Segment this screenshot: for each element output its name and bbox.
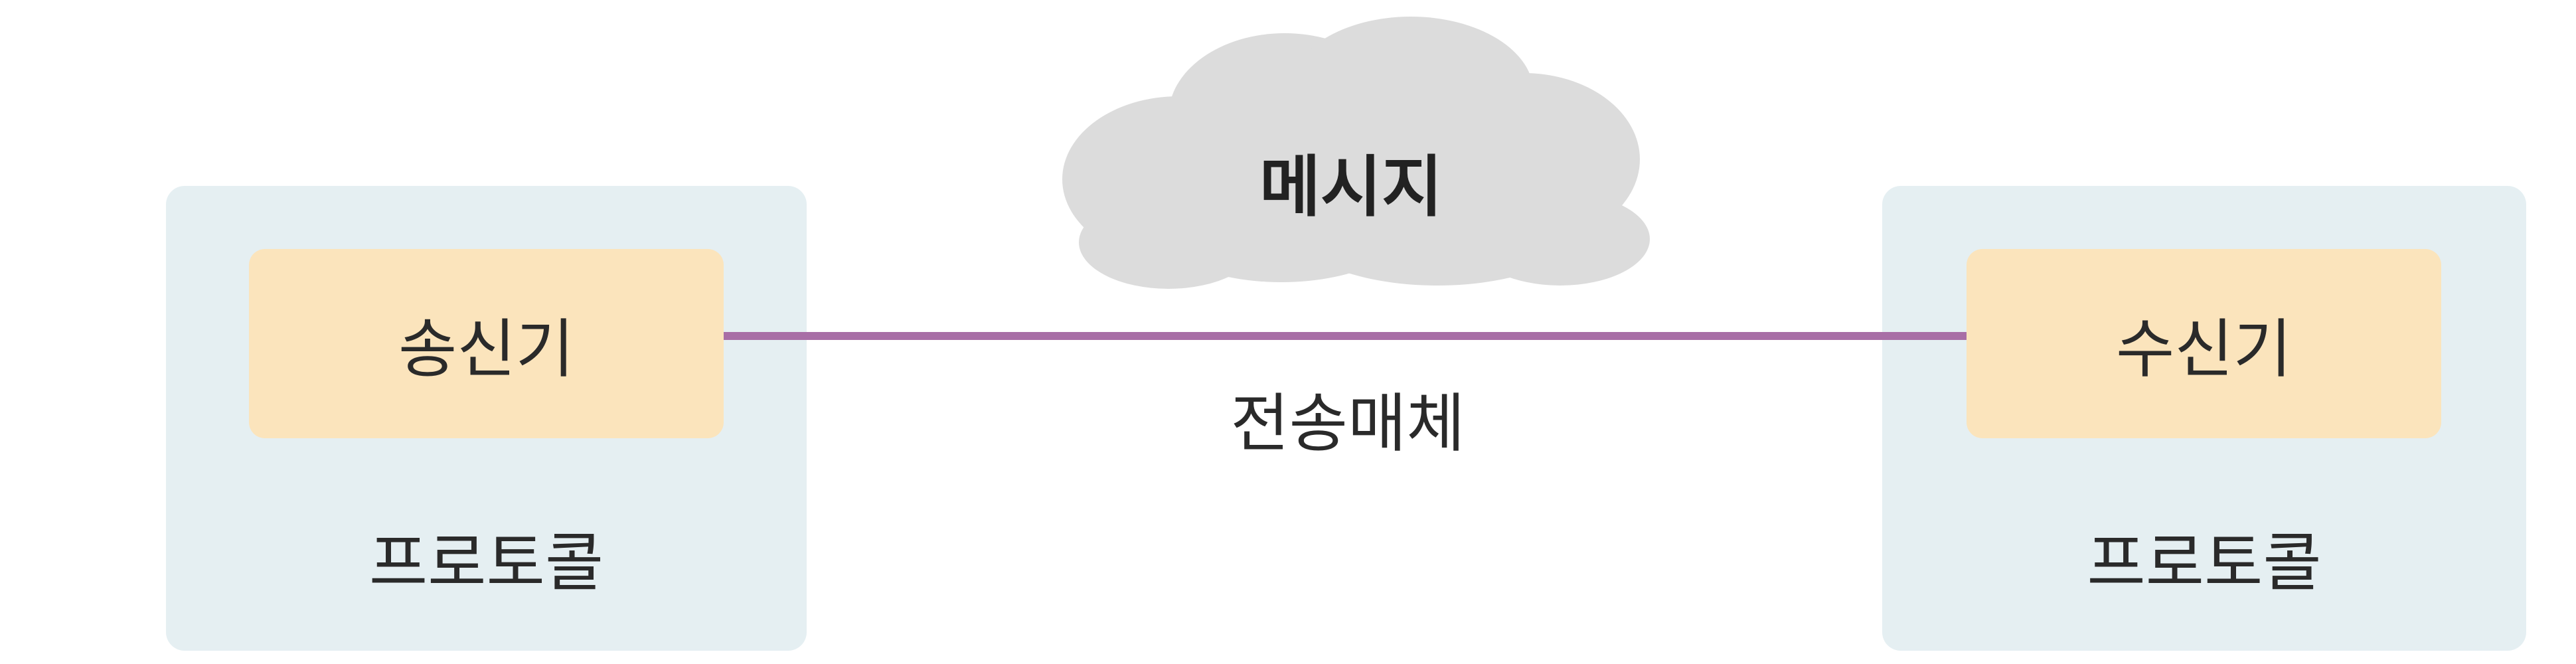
message-label: 메시지: [1259, 148, 1443, 226]
sender-box: 송신기: [249, 249, 724, 438]
receiver-label: 수신기: [2116, 312, 2292, 386]
transmission-medium-line: [724, 332, 1967, 340]
receiver-box: 수신기: [1967, 249, 2441, 438]
sender-protocol-label: 프로토콜: [368, 526, 604, 600]
transmission-medium-label: 전송매체: [1230, 386, 1465, 461]
sender-label: 송신기: [398, 312, 574, 386]
message-cloud-icon: [1062, 17, 1650, 289]
receiver-protocol-label: 프로토콜: [2087, 526, 2322, 600]
